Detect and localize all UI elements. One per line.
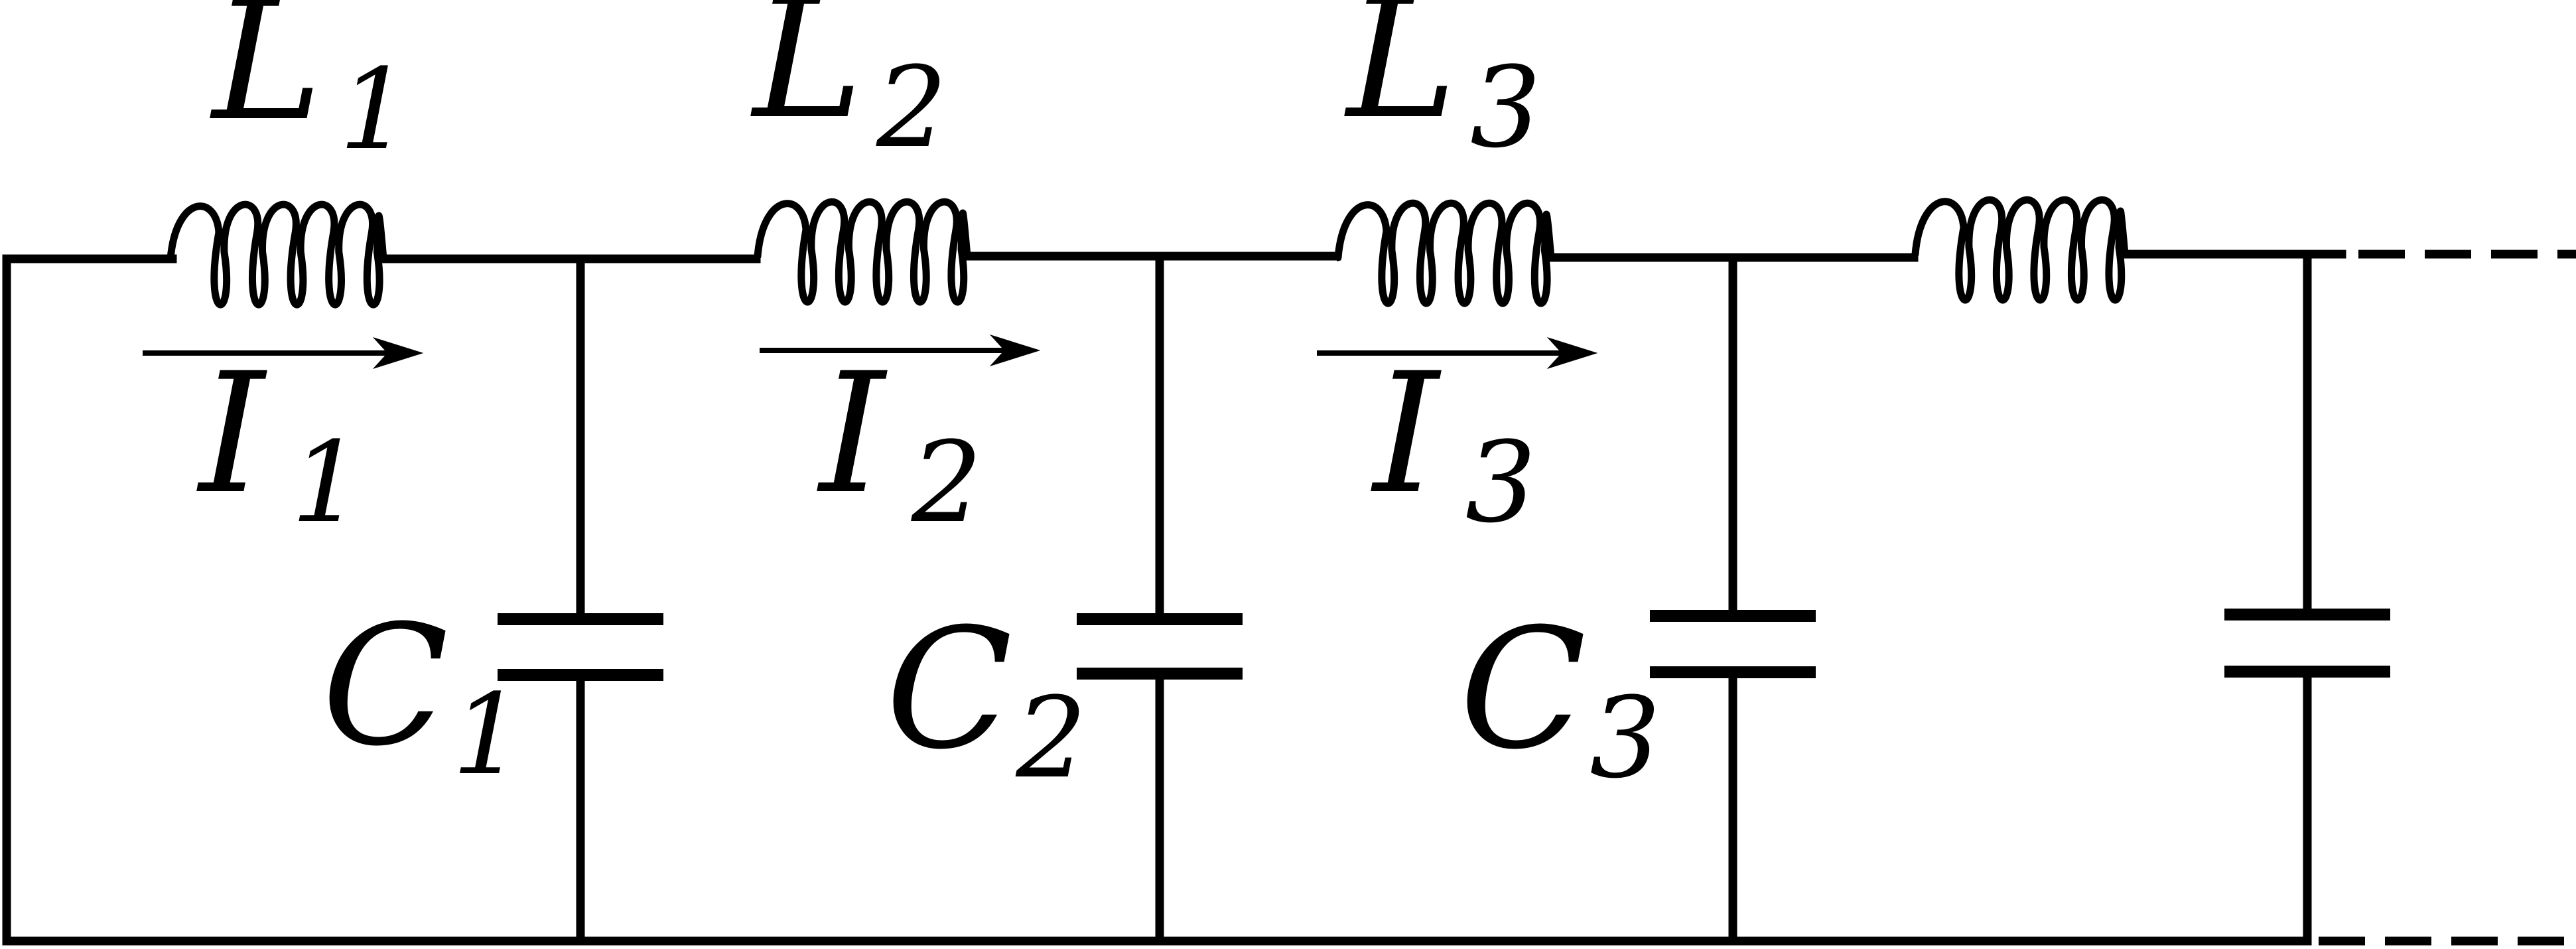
inductor-coil-4 <box>1911 196 2129 304</box>
left-wire <box>2 254 177 946</box>
inductor-coil-3 <box>1334 199 1555 307</box>
capacitor-label-3: C3 <box>1459 593 1661 803</box>
inductor-layer <box>167 196 2129 309</box>
capacitor-layer <box>498 250 2390 946</box>
current-arrow-head-1 <box>372 336 424 370</box>
current-arrow-head-2 <box>989 334 1041 367</box>
current-arrow-head-3 <box>1546 336 1598 370</box>
inductor-coil-1 <box>167 200 387 309</box>
capacitor-label-2: C2 <box>886 593 1087 803</box>
capacitor-label-1: C1 <box>322 589 523 800</box>
inductor-coil-2 <box>754 198 971 306</box>
current-arrow-layer <box>143 334 1598 370</box>
